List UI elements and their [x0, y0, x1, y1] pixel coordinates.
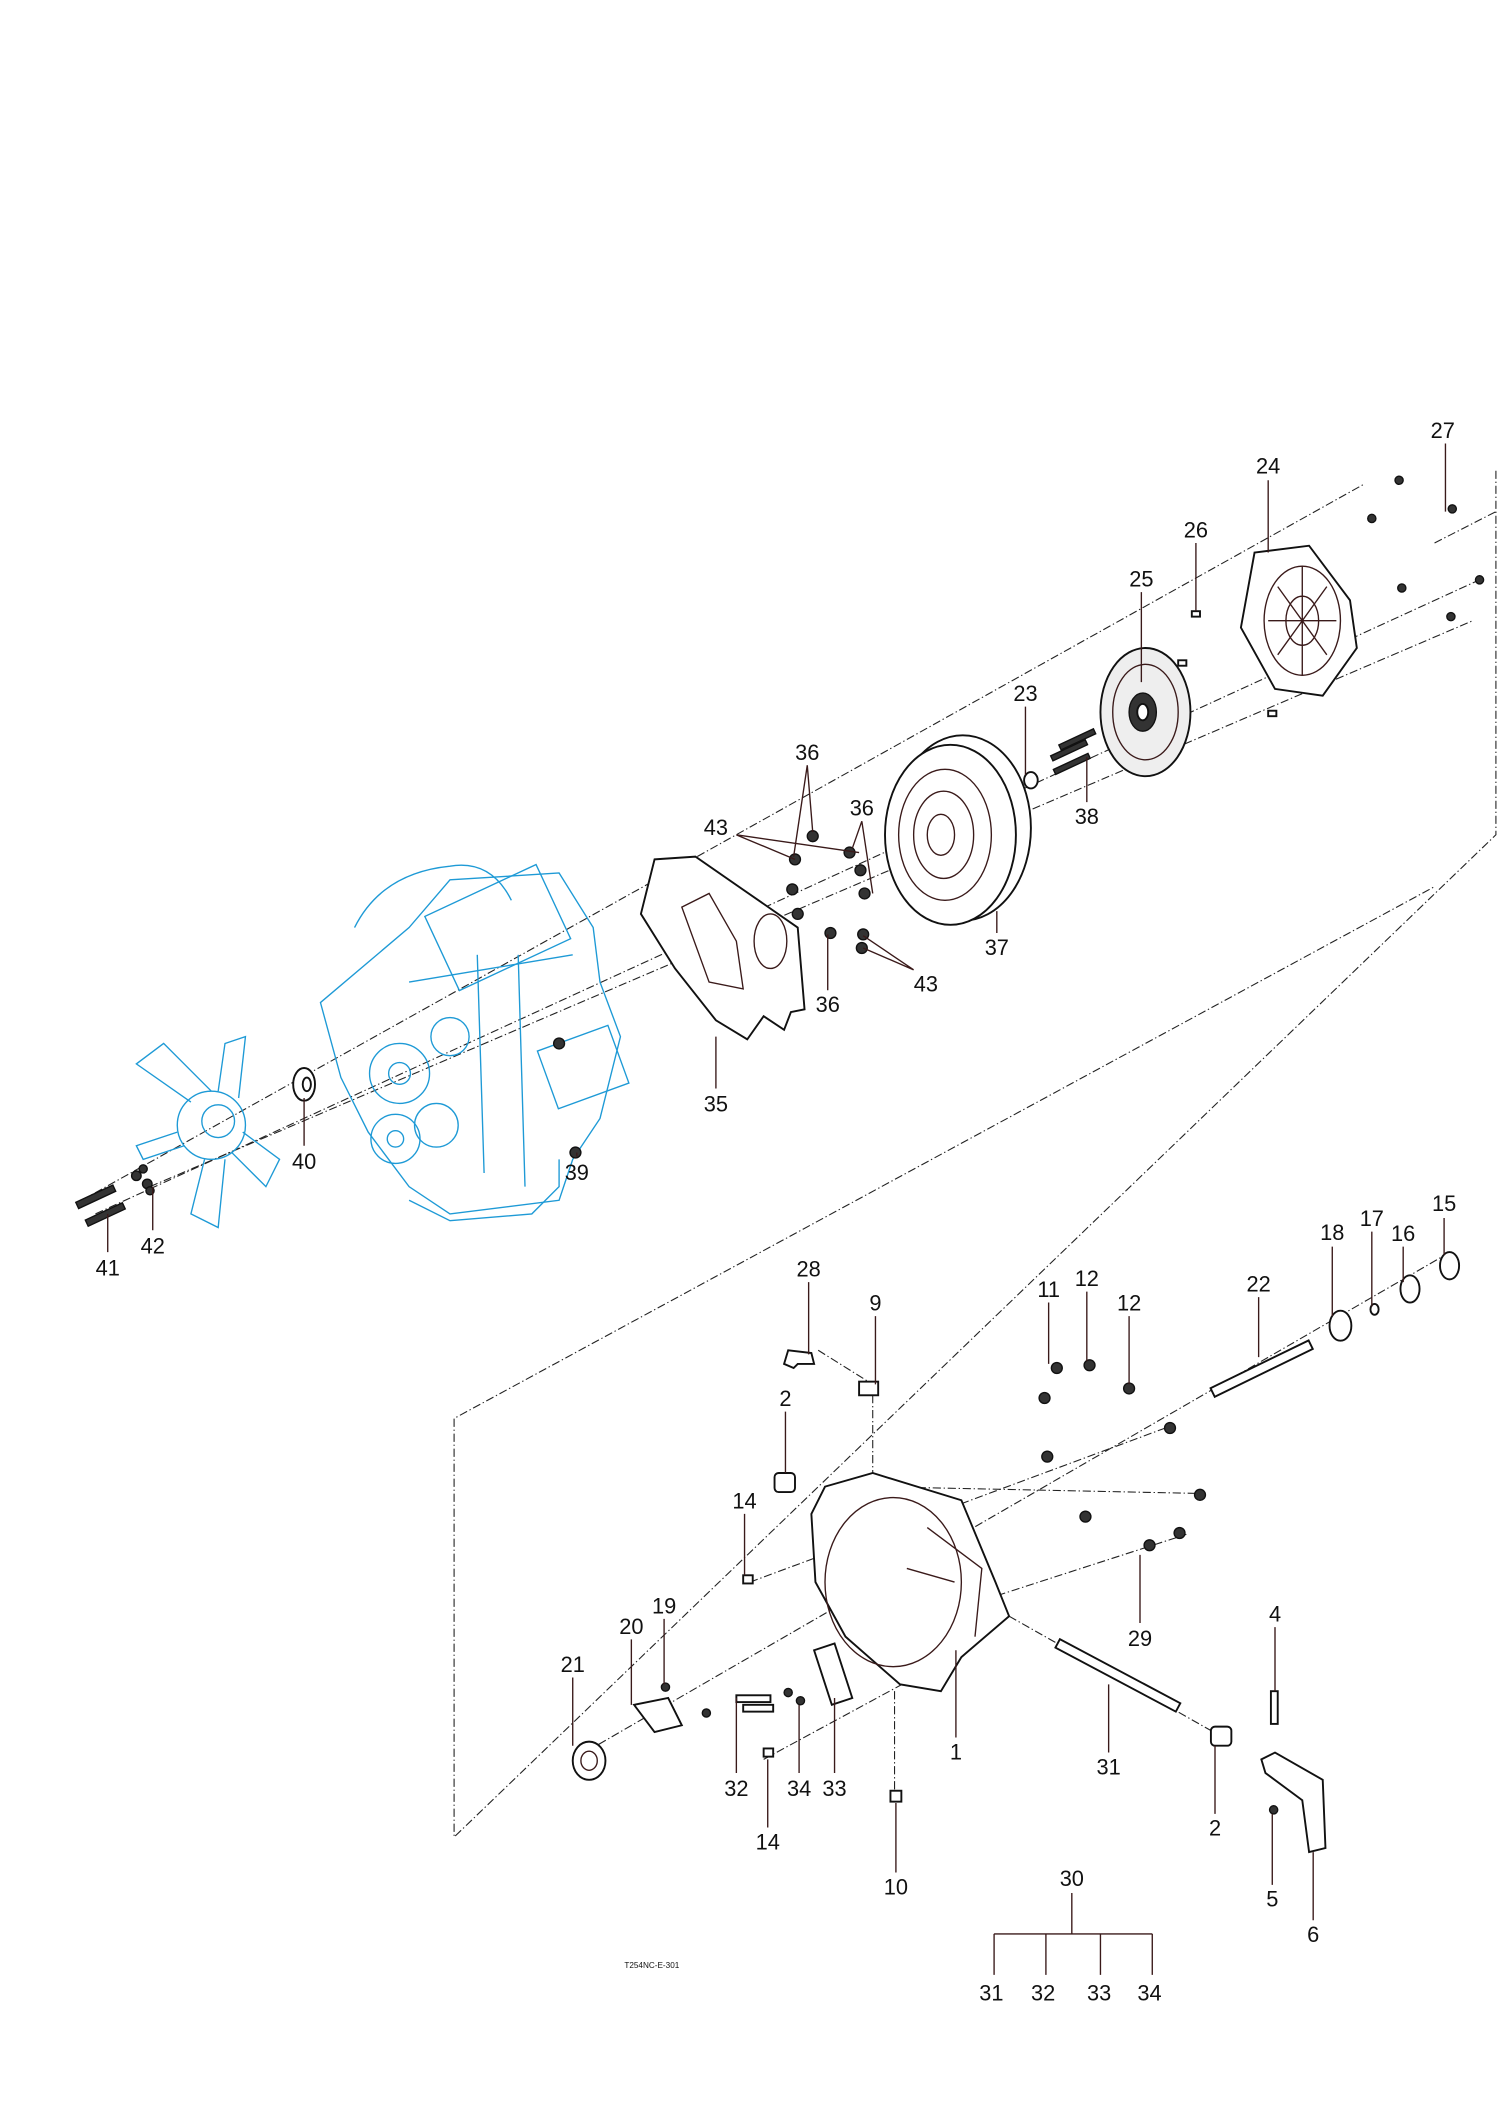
bushings-2 — [773, 1472, 1233, 1747]
callout-label: 29 — [1128, 1626, 1152, 1651]
callout-label: 12 — [1117, 1291, 1141, 1316]
cooling-fan — [135, 1035, 281, 1229]
callout-label: 22 — [1247, 1272, 1271, 1297]
callout-label: 18 — [1320, 1220, 1344, 1245]
housing-bolts — [1038, 1359, 1207, 1552]
fittings-28-9 — [782, 1349, 880, 1397]
callout-label: 43 — [914, 972, 938, 997]
leader-lines — [107, 443, 1447, 1975]
fan-bolts — [74, 1164, 155, 1228]
callout-label: 14 — [732, 1488, 756, 1513]
callout-label: 4 — [1269, 1602, 1281, 1627]
callout-labels: 27 24 26 25 23 36 36 43 38 37 43 36 35 4… — [96, 418, 1457, 2006]
callout-label: 11 — [1037, 1277, 1060, 1302]
callout-label: 10 — [884, 1874, 908, 1899]
callout-label: 28 — [797, 1257, 821, 1282]
callout-label: 23 — [1013, 681, 1037, 706]
bearings-15-18 — [1328, 1251, 1461, 1342]
callout-label: 5 — [1266, 1887, 1278, 1912]
callout-label: 33 — [1087, 1981, 1111, 2006]
callout-label: 32 — [724, 1776, 748, 1801]
callout-label: 9 — [869, 1291, 881, 1316]
callout-label: 2 — [1209, 1816, 1221, 1841]
figure-code: T254NC-E-301 — [624, 1961, 679, 1970]
callout-label: 24 — [1256, 453, 1280, 478]
clutch-housing — [810, 1472, 1011, 1693]
callout-label: 41 — [96, 1255, 120, 1280]
callout-label: 12 — [1075, 1266, 1099, 1291]
callout-label: 36 — [816, 992, 840, 1017]
release-shaft-31 — [1054, 1637, 1182, 1713]
callout-label: 37 — [985, 935, 1009, 960]
callout-label: 42 — [141, 1233, 165, 1258]
callout-label: 19 — [652, 1593, 676, 1618]
release-bearing — [571, 1682, 712, 1781]
callout-label: 34 — [787, 1776, 811, 1801]
flywheel — [884, 734, 1032, 926]
callout-label: 16 — [1391, 1221, 1415, 1246]
callout-label: 34 — [1137, 1981, 1161, 2006]
callout-label: 26 — [1184, 518, 1208, 543]
spacer-40 — [292, 1067, 316, 1102]
callout-label: 17 — [1360, 1206, 1384, 1231]
pins-14 — [742, 1574, 775, 1758]
pressure-plate — [1239, 544, 1358, 697]
callout-label: 30 — [1060, 1866, 1084, 1891]
callout-label: 33 — [822, 1776, 846, 1801]
callout-label: 2 — [779, 1386, 791, 1411]
callout-label: 39 — [565, 1160, 589, 1185]
callout-label: 36 — [850, 796, 874, 821]
engine-illustration — [319, 863, 630, 1222]
shaft-22 — [1209, 1339, 1315, 1399]
callout-label: 40 — [292, 1149, 316, 1174]
bolt-39 — [552, 1037, 582, 1159]
callout-label: 31 — [1097, 1754, 1121, 1779]
callout-label: 25 — [1129, 567, 1153, 592]
clutch-disc — [1099, 647, 1192, 778]
callout-label: 6 — [1307, 1922, 1319, 1947]
callout-label: 14 — [756, 1829, 780, 1854]
callout-label: 15 — [1432, 1191, 1456, 1216]
pilot-bearing-23 — [1023, 771, 1039, 790]
callout-label: 1 — [950, 1739, 962, 1764]
callout-label: 36 — [795, 740, 819, 765]
release-lever-6 — [1260, 1690, 1327, 1854]
pressure-plate-bolts — [1177, 475, 1485, 718]
drain-plug-10 — [889, 1789, 903, 1803]
callout-label: 27 — [1431, 418, 1455, 443]
end-plate — [639, 855, 806, 1041]
callout-label: 43 — [704, 815, 728, 840]
callout-label: 38 — [1075, 804, 1099, 829]
callout-label: 35 — [704, 1092, 728, 1117]
callout-label: 20 — [619, 1614, 643, 1639]
callout-label: 21 — [561, 1652, 585, 1677]
callout-label: 31 — [979, 1981, 1003, 2006]
flywheel-bolts-38 — [1049, 727, 1097, 776]
callout-label: 32 — [1031, 1981, 1055, 2006]
